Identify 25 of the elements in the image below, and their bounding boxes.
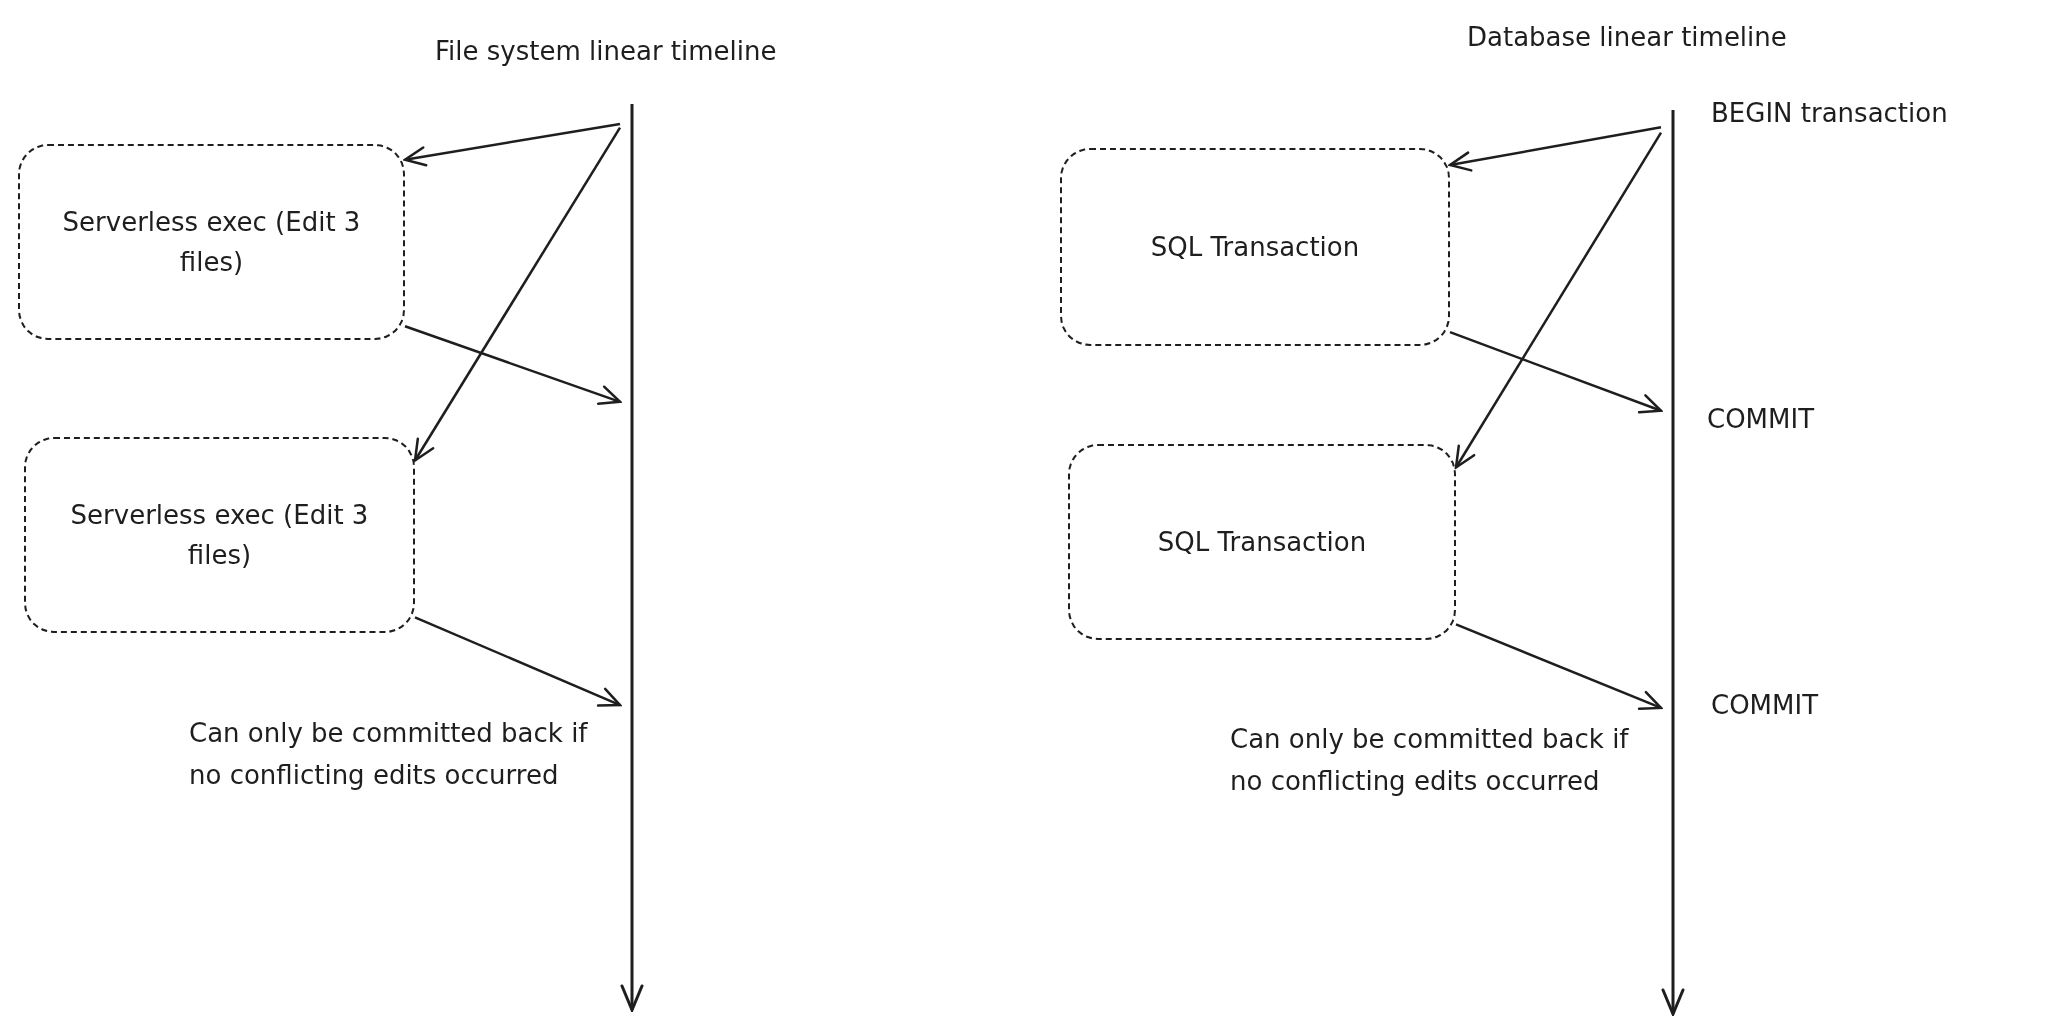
arrow	[1455, 623, 1663, 710]
dashed-process-box	[24, 437, 415, 633]
timeline-label: Database linear timeline	[1467, 21, 1787, 54]
box-text: SQL Transaction	[1149, 231, 1361, 264]
timeline-arrow	[620, 104, 644, 1012]
arrow	[1448, 125, 1662, 172]
timeline-label: COMMIT	[1711, 689, 1819, 722]
box-text: SQL Transaction	[1156, 526, 1368, 559]
arrow	[1454, 132, 1663, 469]
arrow	[403, 122, 621, 167]
dashed-process-box	[1060, 148, 1450, 346]
arrow	[414, 616, 622, 707]
arrow	[1449, 330, 1663, 414]
arrow	[413, 126, 622, 462]
box-text: Serverless exec (Edit 3 files)	[61, 206, 362, 279]
dashed-process-box	[1068, 444, 1456, 640]
note-text: Can only be committed back if no conflicting edits occurred	[189, 717, 589, 792]
dashed-process-box	[18, 144, 405, 340]
timeline-label: COMMIT	[1707, 403, 1815, 436]
arrow	[404, 325, 622, 405]
timeline-label: File system linear timeline	[435, 35, 777, 68]
note-text: Can only be committed back if no conflicting edits occurred	[1230, 723, 1630, 798]
timeline-label: BEGIN transaction	[1711, 97, 1948, 130]
box-text: Serverless exec (Edit 3 files)	[69, 499, 370, 572]
timeline-arrow	[1661, 110, 1685, 1016]
